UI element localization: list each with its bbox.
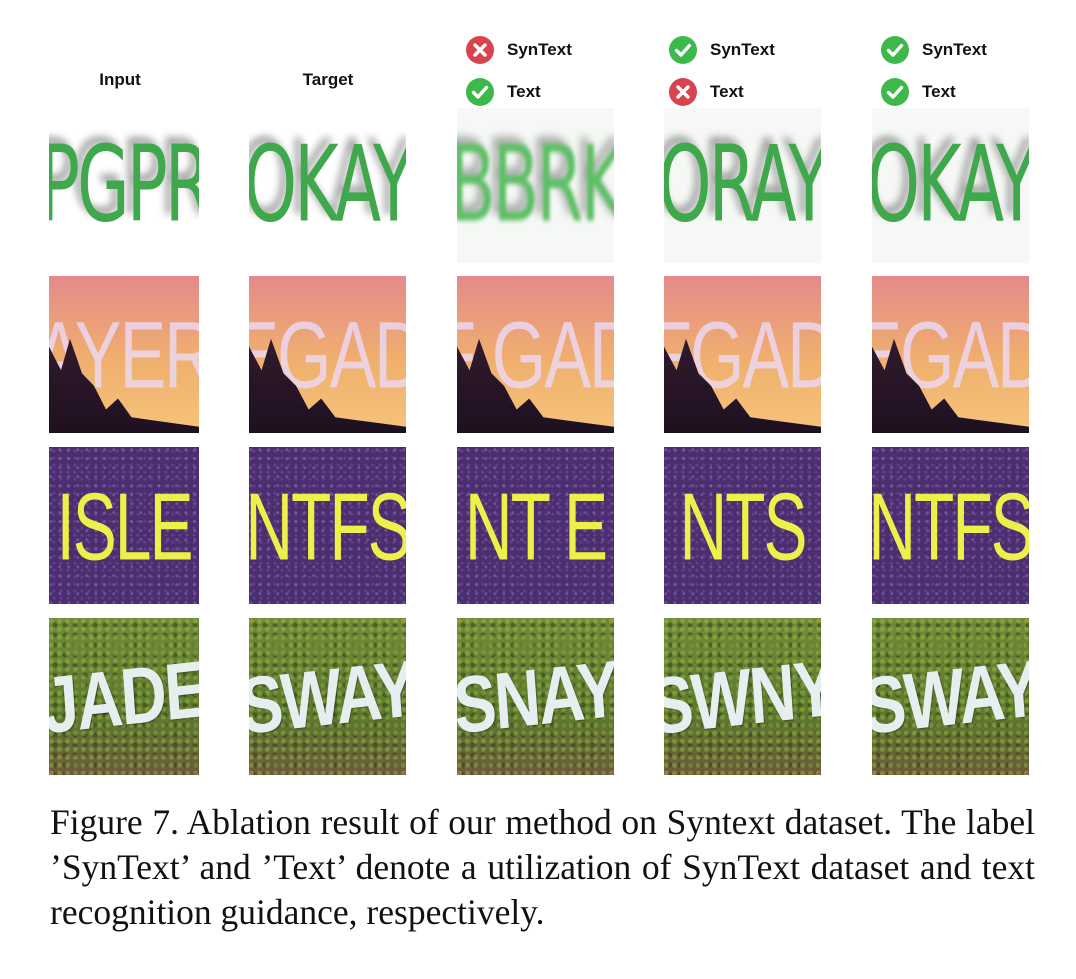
rendered-word: NTFS — [249, 471, 406, 580]
image-row3-result2: NTS — [664, 447, 821, 604]
rendered-word: BBRK — [457, 124, 614, 247]
check-circle-icon — [668, 35, 698, 65]
image-row3-result1: NT E — [457, 447, 614, 604]
image-row4-input: JADE — [49, 618, 199, 775]
image-row1-result3: OKAY — [872, 108, 1029, 263]
ablation-2-syntext: SynText — [668, 35, 775, 65]
rendered-word: NTS — [679, 471, 808, 580]
image-row1-result2: ORAY — [664, 108, 821, 263]
image-row1-input: PGPR — [49, 108, 199, 263]
rendered-word: PGPR — [49, 124, 199, 247]
image-row4-result2: SWNY — [664, 618, 821, 775]
image-row2-result1: F GAD — [457, 276, 614, 433]
image-row4-result1: SNAY — [457, 618, 614, 775]
rendered-word: SWNY — [664, 641, 821, 752]
image-row2-input: AYER — [49, 276, 199, 433]
ablation-3-text: Text — [880, 77, 956, 107]
image-row3-result3: NTFS — [872, 447, 1029, 604]
ablation-1-text: Text — [465, 77, 541, 107]
check-circle-icon — [465, 77, 495, 107]
ablation-2-text: Text — [668, 77, 744, 107]
rendered-word: OKAY — [872, 124, 1029, 247]
rendered-word: ISLE — [56, 471, 193, 580]
legend-label: Text — [507, 82, 541, 101]
image-row4-target: SWAY — [249, 618, 406, 775]
check-circle-icon — [880, 35, 910, 65]
x-circle-icon — [668, 77, 698, 107]
image-row3-input: ISLE — [49, 447, 199, 604]
legend-label: Text — [922, 82, 956, 101]
image-row2-target: EGAD — [249, 276, 406, 433]
figure-caption: Figure 7. Ablation result of our method … — [50, 802, 1035, 932]
image-row2-result2: FGAD — [664, 276, 821, 433]
legend-label: Text — [710, 82, 744, 101]
image-row4-result3: SWAY — [872, 618, 1029, 775]
legend-label: SynText — [710, 40, 775, 59]
rendered-word: JADE — [49, 642, 199, 751]
column-header-target: Target — [302, 70, 354, 89]
rendered-word: SWAY — [249, 642, 406, 751]
image-row3-target: NTFS — [249, 447, 406, 604]
ablation-1-syntext: SynText — [465, 35, 572, 65]
rendered-word: SNAY — [457, 642, 614, 751]
ablation-3-syntext: SynText — [880, 35, 987, 65]
image-row1-result1: BBRK — [457, 108, 614, 263]
rendered-word: SWAY — [872, 642, 1029, 751]
image-row1-target: OKAY — [249, 108, 406, 263]
rendered-word: ORAY — [664, 124, 821, 247]
column-header-input: Input — [99, 70, 141, 89]
rendered-word: OKAY — [249, 124, 406, 247]
legend-label: SynText — [507, 40, 572, 59]
x-circle-icon — [465, 35, 495, 65]
rendered-word: NT E — [464, 471, 608, 580]
check-circle-icon — [880, 77, 910, 107]
image-row2-result3: EGAD — [872, 276, 1029, 433]
legend-label: SynText — [922, 40, 987, 59]
rendered-word: NTFS — [872, 471, 1029, 580]
